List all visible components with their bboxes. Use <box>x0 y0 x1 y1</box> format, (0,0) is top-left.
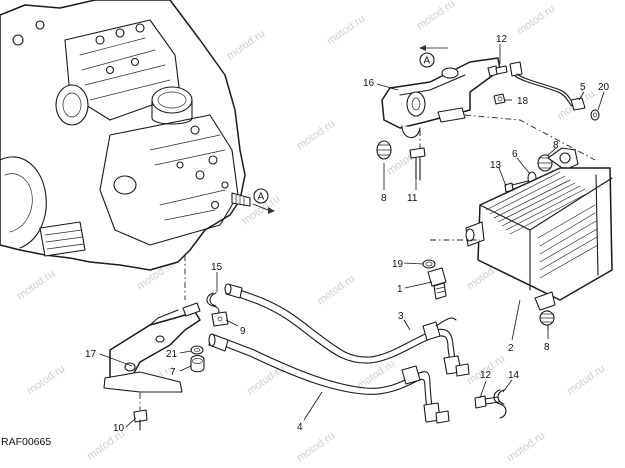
svg-text:motod.ru: motod.ru <box>15 268 57 303</box>
nut-18 <box>493 93 506 105</box>
oil-hose-4 <box>208 333 450 424</box>
leader-lines <box>99 44 605 428</box>
callout-8-left: 8 <box>381 193 387 204</box>
callout-2: 2 <box>508 343 514 354</box>
callout-labels: 12 16 5 20 18 8 11 13 6 8 19 1 3 2 8 4 1… <box>85 34 610 434</box>
support-bracket-16 <box>381 57 596 161</box>
screw-10 <box>133 409 148 431</box>
callout-8-bottom: 8 <box>544 342 550 353</box>
svg-text:motod.ru: motod.ru <box>295 118 337 153</box>
callout-18: 18 <box>517 96 529 107</box>
hose-bracket-17 <box>103 302 201 410</box>
bolt-12-top <box>487 65 508 77</box>
reference-mark-a-engine: A <box>252 188 275 214</box>
oil-hose-3 <box>224 283 470 377</box>
callout-12-top: 12 <box>496 34 508 45</box>
svg-text:motod.ru: motod.ru <box>515 3 557 38</box>
callout-15: 15 <box>211 262 223 273</box>
callout-8-right: 8 <box>553 140 559 151</box>
svg-text:motod.ru: motod.ru <box>245 363 287 398</box>
nut-9 <box>211 311 229 327</box>
callout-14: 14 <box>508 370 520 381</box>
callout-20: 20 <box>598 82 610 93</box>
callout-21: 21 <box>166 349 178 360</box>
callout-16: 16 <box>363 78 375 89</box>
callout-4: 4 <box>297 422 303 433</box>
engine-bolts <box>12 20 229 210</box>
callout-19: 19 <box>392 259 404 270</box>
bolt-12-bottom <box>474 395 500 409</box>
screw-11 <box>409 147 426 181</box>
svg-text:A: A <box>258 192 265 203</box>
diagram-reference-code: RAF00665 <box>1 436 51 448</box>
callout-17: 17 <box>85 349 97 360</box>
callout-10: 10 <box>113 423 125 434</box>
reference-mark-a-bracket: A <box>419 45 448 68</box>
svg-text:A: A <box>424 56 431 67</box>
svg-text:motod.ru: motod.ru <box>565 363 607 398</box>
clip-14 <box>493 389 507 419</box>
svg-text:motod.ru: motod.ru <box>415 0 457 32</box>
oil-cooler-2 <box>430 147 613 330</box>
callout-6: 6 <box>512 149 518 160</box>
callout-11: 11 <box>407 193 418 204</box>
svg-text:motod.ru: motod.ru <box>25 363 67 398</box>
svg-text:motod.ru: motod.ru <box>325 13 367 48</box>
callout-3: 3 <box>398 311 404 322</box>
callout-5: 5 <box>580 82 586 93</box>
callout-9: 9 <box>240 326 246 337</box>
svg-text:motod.ru: motod.ru <box>315 273 357 308</box>
svg-text:motod.ru: motod.ru <box>225 28 267 63</box>
seal-19 <box>422 259 436 269</box>
svg-text:motod.ru: motod.ru <box>505 430 547 465</box>
spacer-21 <box>190 345 204 355</box>
cap-nut-8-bottom <box>539 310 555 326</box>
callout-7: 7 <box>170 367 176 378</box>
callout-12-bottom: 12 <box>480 370 492 381</box>
engine-block <box>0 0 251 300</box>
temperature-sensor-5 <box>509 61 586 111</box>
union-fitting-1 <box>427 267 447 300</box>
callout-13: 13 <box>490 160 502 171</box>
washer-20 <box>590 109 600 121</box>
callout-1: 1 <box>397 284 403 295</box>
retaining-clip-15 <box>206 292 220 317</box>
cap-nut-8-left <box>376 140 392 160</box>
grommet-7 <box>190 354 205 373</box>
svg-text:motod.ru: motod.ru <box>295 430 337 465</box>
